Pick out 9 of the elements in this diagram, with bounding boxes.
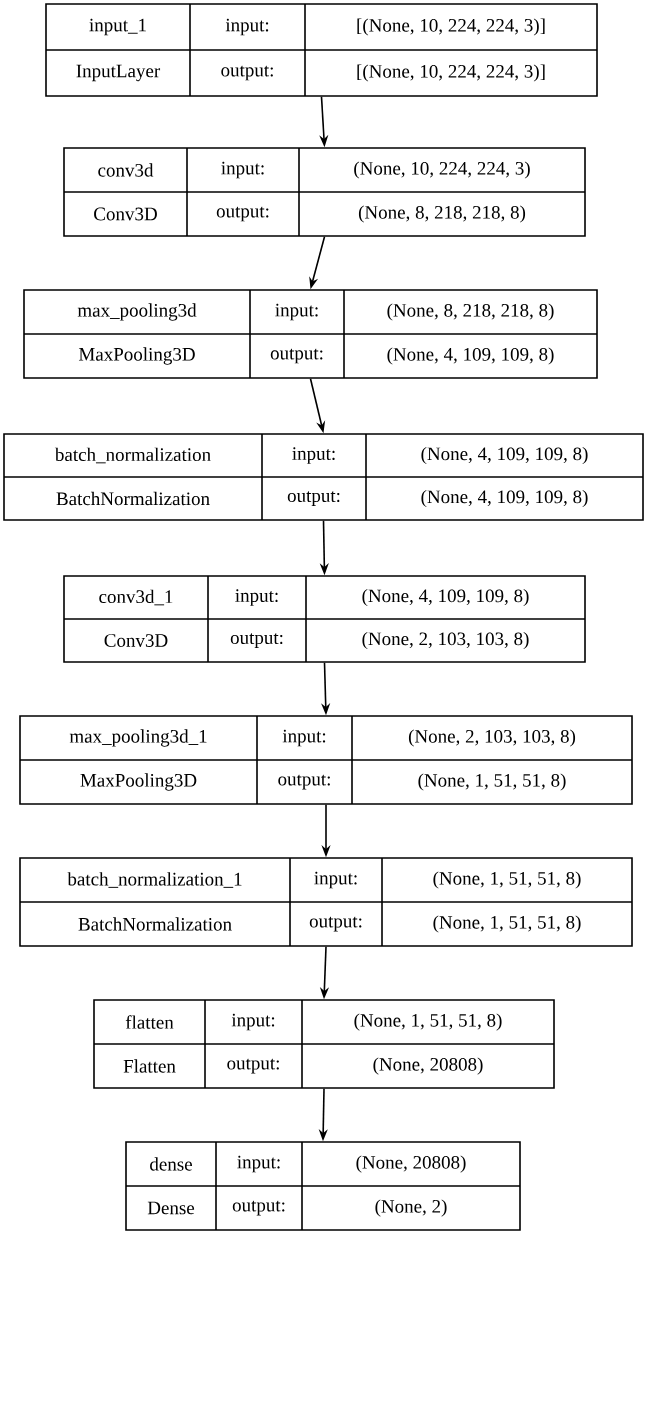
layer-table: conv3d input: (None, 10, 224, 224, 3) Conv3D output: (None, 8, 218, 218, 8) <box>63 147 586 237</box>
layer-table: input_1 input: [(None, 10, 224, 224, 3)] InputLayer output: [(None, 10, 224, 224, 3)] <box>45 3 598 97</box>
layer-table: batch_normalization_1 input: (None, 1, 51, 51, 8) BatchNormalization output: (None, 1, 51, 51, 8) <box>19 857 633 947</box>
layer-table: conv3d_1 input: (None, 4, 109, 109, 8) Conv3D output: (None, 2, 103, 103, 8) <box>63 575 586 663</box>
layer-table: batch_normalization input: (None, 4, 109, 109, 8) BatchNormalization output: (None, 4, 109, 109, 8) <box>3 433 644 521</box>
layer-table: max_pooling3d_1 input: (None, 2, 103, 103, 8) MaxPooling3D output: (None, 1, 51, 51, 8) <box>19 715 633 805</box>
layer-table: max_pooling3d input: (None, 8, 218, 218, 8) MaxPooling3D output: (None, 4, 109, 109, 8) <box>23 289 598 379</box>
layer-table: flatten input: (None, 1, 51, 51, 8) Flatten output: (None, 20808) <box>93 999 555 1089</box>
layer-table: dense input: (None, 20808) Dense output: (None, 2) <box>125 1141 521 1231</box>
